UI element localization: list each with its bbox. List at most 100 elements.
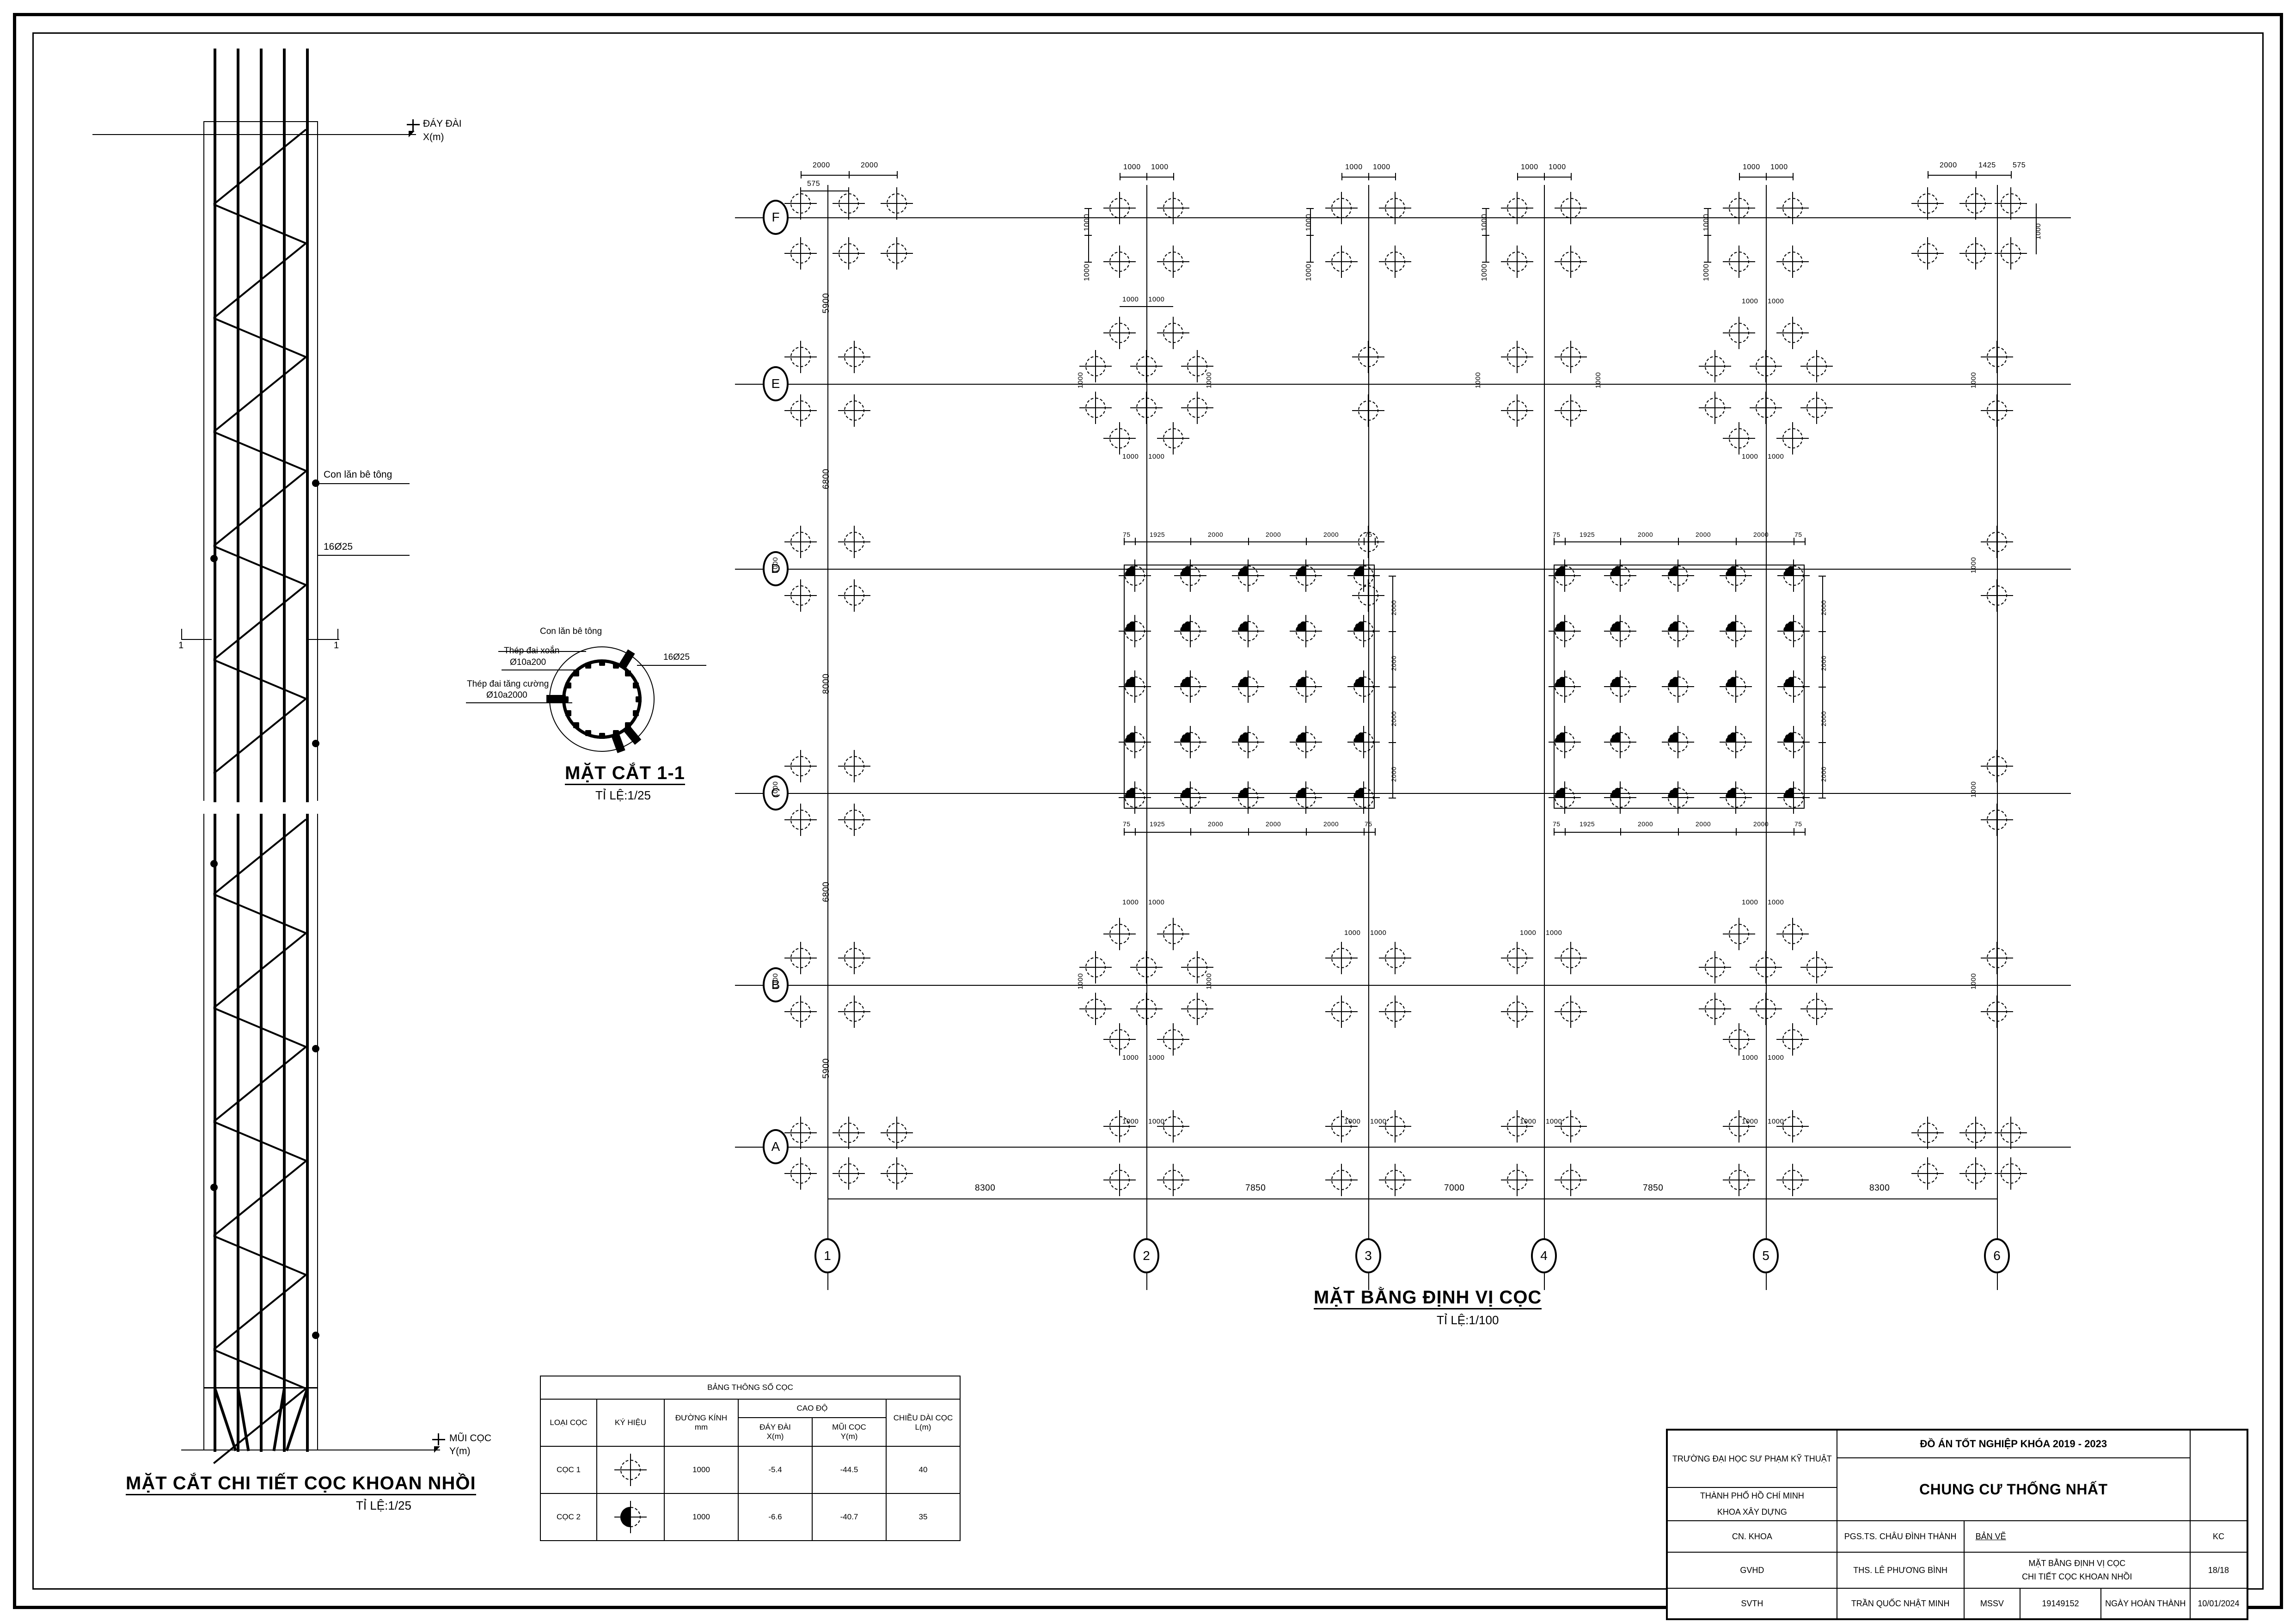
pile-symbol-coc2[interactable] (1720, 670, 1752, 703)
pile-symbol-coc1[interactable] (1325, 942, 1358, 974)
pile-symbol-coc1[interactable] (1555, 1110, 1587, 1143)
pile-symbol-coc1[interactable] (1501, 341, 1533, 373)
pile-symbol-coc1[interactable] (881, 237, 913, 270)
pile-symbol-coc1[interactable] (1501, 995, 1533, 1028)
pile-symbol-coc1[interactable] (1699, 392, 1731, 424)
pile-symbol-coc1[interactable] (1103, 422, 1136, 455)
pile-symbol-coc1[interactable] (1800, 392, 1833, 424)
pile-symbol-coc1[interactable] (1723, 918, 1755, 950)
pile-symbol-coc2[interactable] (1232, 615, 1264, 647)
pile-symbol-coc1[interactable] (1103, 246, 1136, 278)
pile-symbol-coc1[interactable] (1181, 392, 1213, 424)
pile-symbol-coc1[interactable] (1157, 246, 1189, 278)
pile-symbol-coc2[interactable] (1174, 781, 1206, 814)
pile-symbol-coc1[interactable] (1130, 350, 1163, 382)
pile-symbol-coc1[interactable] (1981, 526, 2013, 558)
pile-symbol-coc1[interactable] (838, 804, 870, 836)
pile-symbol-coc1[interactable] (1911, 1117, 1944, 1149)
pile-symbol-coc1[interactable] (881, 1157, 913, 1190)
pile-symbol-coc2[interactable] (1777, 726, 1810, 758)
pile-symbol-coc2[interactable] (1119, 781, 1151, 814)
pile-symbol-coc1[interactable] (784, 187, 817, 220)
pile-symbol-coc1[interactable] (784, 526, 817, 558)
pile-symbol-coc1[interactable] (1325, 1110, 1358, 1143)
pile-symbol-coc1[interactable] (1501, 942, 1533, 974)
grid-bubble-5[interactable]: 5 (1753, 1238, 1779, 1273)
pile-symbol-coc1[interactable] (1181, 951, 1213, 983)
pile-symbol-coc1[interactable] (1079, 350, 1112, 382)
pile-symbol-coc1[interactable] (1325, 246, 1358, 278)
pile-symbol-coc1[interactable] (1501, 246, 1533, 278)
pile-symbol-coc1[interactable] (784, 750, 817, 782)
pile-symbol-coc1[interactable] (1555, 341, 1587, 373)
pile-symbol-coc2[interactable] (1662, 615, 1694, 647)
pile-symbol-coc1[interactable] (1750, 951, 1782, 983)
pile-symbol-coc2[interactable] (1604, 559, 1636, 592)
pile-symbol-coc1[interactable] (1776, 246, 1809, 278)
pile-symbol-coc1[interactable] (1325, 192, 1358, 224)
pile-symbol-coc1[interactable] (1103, 317, 1136, 349)
grid-bubble-6[interactable]: 6 (1984, 1238, 2010, 1273)
pile-symbol-coc1[interactable] (1723, 1110, 1755, 1143)
pile-symbol-coc1[interactable] (1079, 993, 1112, 1025)
pile-symbol-coc1[interactable] (1157, 1110, 1189, 1143)
pile-symbol-coc1[interactable] (838, 526, 870, 558)
pile-symbol-coc1[interactable] (1981, 942, 2013, 974)
pile-symbol-coc1[interactable] (1103, 192, 1136, 224)
pile-symbol-coc1[interactable] (1723, 317, 1755, 349)
pile-symbol-coc1[interactable] (1911, 1157, 1944, 1190)
pile-symbol-coc2[interactable] (1604, 726, 1636, 758)
pile-symbol-coc1[interactable] (784, 237, 817, 270)
pile-symbol-coc2[interactable] (1119, 615, 1151, 647)
pile-symbol-coc1[interactable] (1555, 995, 1587, 1028)
pile-symbol-coc2[interactable] (1662, 726, 1694, 758)
pile-symbol-coc1[interactable] (1723, 422, 1755, 455)
pile-symbol-coc1[interactable] (1325, 995, 1358, 1028)
pile-symbol-coc2[interactable] (1720, 726, 1752, 758)
pile-symbol-coc1[interactable] (1723, 192, 1755, 224)
pile-symbol-coc1[interactable] (1723, 1023, 1755, 1056)
pile-symbol-coc1[interactable] (1130, 993, 1163, 1025)
pile-symbol-coc1[interactable] (1959, 187, 1992, 220)
pile-symbol-coc1[interactable] (1181, 350, 1213, 382)
pile-symbol-coc2[interactable] (1662, 559, 1694, 592)
pile-symbol-coc1[interactable] (1352, 341, 1384, 373)
pile-symbol-coc1[interactable] (881, 1117, 913, 1149)
pile-symbol-coc1[interactable] (1776, 1164, 1809, 1196)
pile-symbol-coc2[interactable] (1290, 726, 1322, 758)
pile-symbol-coc2[interactable] (1777, 559, 1810, 592)
pile-symbol-coc1[interactable] (784, 341, 817, 373)
pile-symbol-coc1[interactable] (1130, 951, 1163, 983)
grid-bubble-D[interactable]: D (763, 551, 789, 586)
pile-symbol-coc1[interactable] (1103, 1110, 1136, 1143)
pile-symbol-coc1[interactable] (1352, 579, 1384, 612)
pile-symbol-coc1[interactable] (1995, 237, 2027, 270)
pile-symbol-coc2[interactable] (1119, 726, 1151, 758)
pile-symbol-coc1[interactable] (1981, 394, 2013, 427)
pile-symbol-coc2[interactable] (1174, 726, 1206, 758)
pile-symbol-coc2[interactable] (1777, 781, 1810, 814)
pile-symbol-coc1[interactable] (1750, 350, 1782, 382)
pile-symbol-coc1[interactable] (833, 187, 865, 220)
pile-symbol-coc1[interactable] (1555, 942, 1587, 974)
pile-symbol-coc1[interactable] (1501, 394, 1533, 427)
pile-symbol-coc1[interactable] (833, 1117, 865, 1149)
pile-symbol-coc1[interactable] (784, 942, 817, 974)
pile-symbol-coc2[interactable] (1777, 670, 1810, 703)
grid-bubble-A[interactable]: A (763, 1129, 789, 1164)
pile-symbol-coc1[interactable] (1981, 804, 2013, 836)
pile-symbol-coc1[interactable] (1911, 187, 1944, 220)
pile-symbol-coc1[interactable] (1379, 995, 1411, 1028)
pile-symbol-coc1[interactable] (838, 394, 870, 427)
pile-symbol-coc2[interactable] (1662, 781, 1694, 814)
pile-symbol-coc1[interactable] (1379, 942, 1411, 974)
pile-symbol-coc1[interactable] (1981, 579, 2013, 612)
pile-symbol-coc1[interactable] (784, 995, 817, 1028)
pile-symbol-coc1[interactable] (1800, 993, 1833, 1025)
grid-bubble-4[interactable]: 4 (1531, 1238, 1557, 1273)
pile-symbol-coc1[interactable] (1501, 1164, 1533, 1196)
pile-symbol-coc1[interactable] (1379, 1110, 1411, 1143)
pile-symbol-coc1[interactable] (1959, 237, 1992, 270)
pile-symbol-coc1[interactable] (1157, 1023, 1189, 1056)
pile-symbol-coc1[interactable] (1800, 350, 1833, 382)
